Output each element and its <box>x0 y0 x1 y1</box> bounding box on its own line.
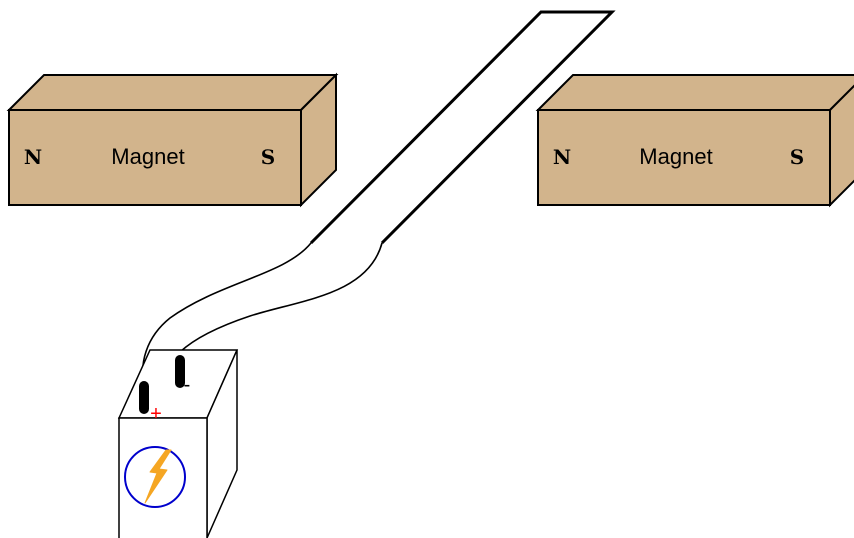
magnet-left-top-face <box>6 74 339 111</box>
wire-loop <box>141 10 616 384</box>
battery-positive-terminal <box>139 381 149 414</box>
lightning-bolt-icon <box>144 449 172 504</box>
battery-positive-label: + <box>150 403 162 425</box>
magnet-left-name: Magnet <box>111 144 184 169</box>
magnet-right-south-pole: S <box>790 145 804 169</box>
wire-loop-straight-section <box>309 10 616 245</box>
magnet-left-front-face <box>8 109 302 206</box>
magnet-right-front-face <box>537 109 831 206</box>
magnet-right-name: Magnet <box>639 144 712 169</box>
magnet-left-south-pole: S <box>261 145 275 169</box>
wire-lead-positive <box>141 242 312 384</box>
magnet-right-top-face <box>535 74 854 111</box>
battery-negative-label: - <box>184 374 191 396</box>
wire-lead-negative <box>179 242 383 353</box>
magnet-left: N Magnet S <box>6 72 339 208</box>
magnet-right-north-pole: N <box>553 145 571 169</box>
magnet-right: N Magnet S <box>535 74 854 208</box>
battery: + - <box>117 349 239 538</box>
battery-negative-terminal <box>175 355 185 388</box>
magnet-left-north-pole: N <box>24 145 42 169</box>
